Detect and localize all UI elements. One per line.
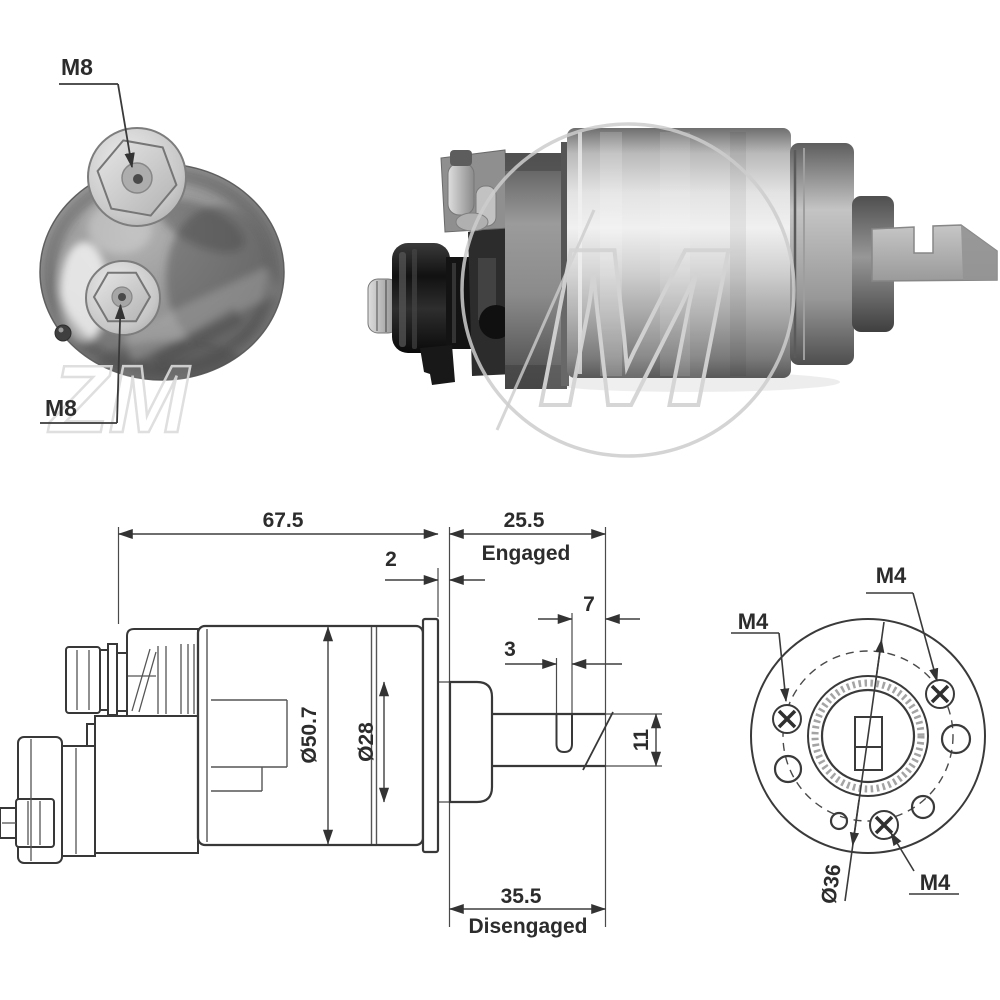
rear-view-photo <box>39 127 285 381</box>
bolt-circle <box>782 650 954 822</box>
zm-watermark-slash <box>495 209 596 431</box>
flange-holes <box>773 723 972 831</box>
dim-slot-to-end: 7 <box>583 593 595 616</box>
plunger-boot <box>392 243 450 353</box>
zm-watermark-right: M <box>460 122 796 458</box>
dim-engaged-label: Engaged <box>482 542 571 565</box>
m4-label-top: M4 <box>876 563 907 588</box>
boot-foot <box>420 345 455 385</box>
dim-slot-width: 3 <box>504 638 516 661</box>
m8-terminal-top <box>87 127 187 227</box>
dia36-label: Ø36 <box>817 863 845 906</box>
m4-screws <box>772 679 955 840</box>
dim-boss-diameter: Ø28 <box>355 722 378 762</box>
side-photo <box>367 128 998 392</box>
m4-label-bottom: M4 <box>920 870 951 895</box>
dim-flange-thickness: 2 <box>385 548 397 571</box>
dim-body-length: 67.5 <box>263 509 304 532</box>
dim-rod-height: 11 <box>630 729 653 752</box>
m8-annotations <box>40 83 135 424</box>
end-view-drawing: M4 M4 M4 Ø36 <box>731 563 986 906</box>
dim-disengaged-travel: 35.5 <box>501 885 542 908</box>
rear-photo-molding <box>43 167 281 380</box>
rod-slot <box>555 714 573 754</box>
solenoid-cylinder <box>567 128 791 378</box>
knurl-band <box>811 679 925 793</box>
zm-watermark-letter: M <box>537 201 729 453</box>
m4-screw-top <box>925 679 955 709</box>
end-view-leaders <box>731 592 959 902</box>
rod-break-line <box>582 711 614 771</box>
m4-screw-bottom <box>869 810 899 840</box>
zm-watermark-circle <box>460 122 796 458</box>
plunger-slot-front <box>854 716 883 771</box>
dim-body-diameter: Ø50.7 <box>298 706 321 763</box>
m4-screw-left <box>772 704 802 734</box>
small-stud <box>54 324 72 342</box>
cylinder-end-cap <box>790 143 854 365</box>
m8-label-top: M8 <box>61 54 93 80</box>
dim-engaged-travel: 25.5 <box>504 509 545 532</box>
plunger-rod <box>492 711 614 771</box>
dim-disengaged-label: Disengaged <box>468 915 587 938</box>
mounting-flange <box>421 617 440 854</box>
ear-bolt <box>447 162 475 216</box>
m4-label-left: M4 <box>738 609 769 634</box>
front-housing <box>505 153 567 389</box>
side-view-drawing: 67.5 25.5 Engaged 2 7 3 11 Ø50.7 Ø28 35.… <box>0 509 662 938</box>
body-details <box>206 627 378 844</box>
rear-assembly-details <box>2 644 195 861</box>
rear-assembly <box>0 628 199 864</box>
front-boss <box>448 680 494 804</box>
dimension-lines <box>117 528 662 915</box>
m8-terminal-bottom <box>85 260 161 336</box>
m8-label-bottom: M8 <box>45 395 77 421</box>
